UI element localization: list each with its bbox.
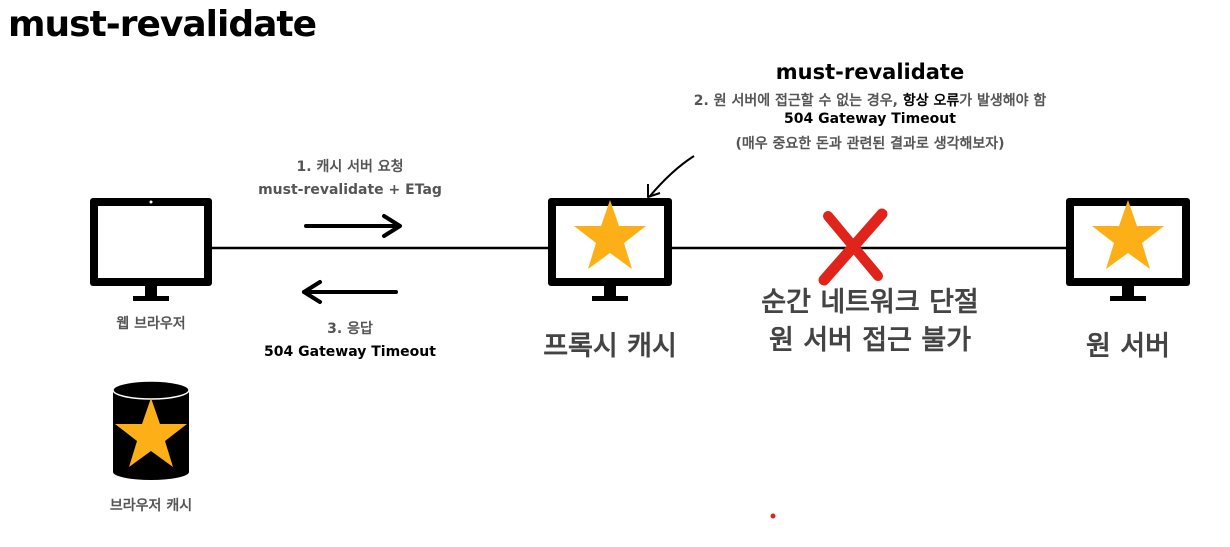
browser-label: 웹 브라우저	[116, 316, 186, 332]
disconnect-line-1: 순간 네트워크 단절	[761, 287, 979, 318]
disconnect-cross-icon	[818, 208, 888, 286]
proxy-monitor-icon	[548, 198, 672, 301]
page-title: must-revalidate	[8, 4, 317, 45]
browser-cache-label: 브라우저 캐시	[109, 498, 193, 514]
note-line-2: 2. 원 서버에 접근할 수 없는 경우, 항상 오류가 발생해야 함	[600, 90, 1140, 110]
note-line-2-suffix: 가 발생해야 함	[959, 93, 1047, 109]
response-label: 3. 응답 504 Gateway Timeout	[230, 318, 470, 364]
request-arrow-icon	[304, 214, 402, 238]
origin-monitor-icon	[1066, 198, 1190, 301]
response-line-1: 3. 응답	[327, 321, 373, 337]
proxy-label: 프록시 캐시	[543, 331, 677, 362]
origin-label: 원 서버	[1086, 331, 1170, 362]
response-line-2: 504 Gateway Timeout	[264, 344, 436, 360]
note-line-3: 504 Gateway Timeout	[784, 111, 956, 127]
note-line-2-prefix: 2. 원 서버에 접근할 수 없는 경우,	[693, 93, 903, 109]
disconnect-label: 순간 네트워크 단절 원 서버 접근 불가	[720, 284, 1020, 360]
response-arrow-icon	[302, 280, 398, 304]
note-title: must-revalidate	[775, 60, 965, 84]
request-label: 1. 캐시 서버 요청 must-revalidate + ETag	[230, 156, 470, 202]
note-line-2-emphasis: 항상 오류	[902, 93, 960, 109]
accent-dot	[770, 513, 776, 519]
browser-cache-database-icon	[112, 380, 190, 480]
pointer-arrow-icon	[647, 155, 695, 198]
note-line-4: (매우 중요한 돈과 관련된 결과로 생각해보자)	[735, 136, 1005, 152]
request-line-2: must-revalidate + ETag	[258, 182, 442, 198]
browser-monitor-icon	[90, 198, 212, 301]
request-line-1: 1. 캐시 서버 요청	[296, 159, 404, 175]
disconnect-line-2: 원 서버 접근 불가	[768, 325, 972, 356]
